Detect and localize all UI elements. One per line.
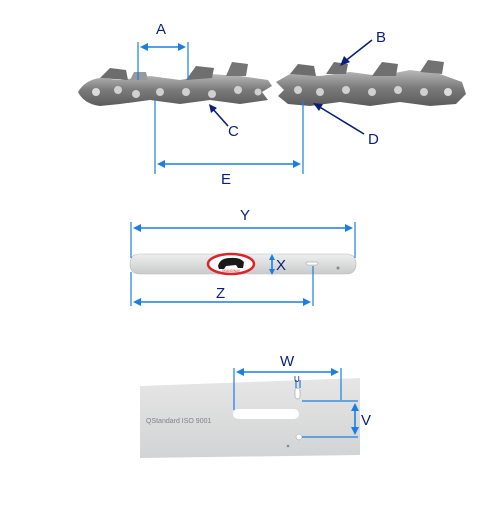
dimension-e-arrow-right (293, 160, 301, 168)
bar-mount-slot (233, 409, 299, 419)
dimension-y: Y (130, 207, 356, 258)
label-y: Y (240, 207, 250, 224)
dimension-z: Z (130, 266, 314, 306)
callout-b-arrowhead (340, 56, 350, 66)
bar-logo-bear-icon (218, 257, 244, 269)
dimension-v-arrow-bottom (351, 427, 359, 435)
dimension-a-arrow-left (140, 43, 148, 51)
bar-mount-rivet (286, 444, 290, 448)
dimension-z-arrow-left (133, 298, 141, 306)
chain-segment-left (78, 62, 272, 106)
dimension-v: V (302, 400, 371, 438)
dimension-y-arrow-left (133, 224, 141, 232)
dimension-w: W (233, 353, 342, 410)
label-b: B (376, 29, 386, 46)
label-x: X (276, 257, 286, 274)
dimension-e: E (154, 100, 304, 188)
bar-logo: SKANDINAV (206, 252, 256, 276)
dimension-y-arrow-right (345, 224, 353, 232)
callout-b: B (340, 29, 386, 66)
callout-c-arrowhead (209, 104, 217, 113)
label-c: C (228, 123, 239, 140)
bar-mount-stamp: QStandard ISO 9001 (146, 418, 211, 425)
dimension-x-arrow-bottom (269, 269, 275, 275)
dimension-v-arrow-top (351, 403, 359, 411)
dimension-x-arrow-top (269, 254, 275, 260)
dimension-a: A (137, 21, 189, 80)
dimension-w-arrow-left (236, 368, 244, 376)
callout-d-leader (317, 105, 365, 135)
chain-segment-right (276, 60, 466, 106)
label-z: Z (216, 285, 225, 302)
label-v: V (361, 412, 371, 429)
bar-mount-detail-image: QStandard ISO 9001 (140, 378, 360, 458)
label-d: D (368, 131, 379, 148)
bar-mount-oil-hole (294, 387, 301, 400)
label-w: W (280, 353, 295, 370)
bar-slot (305, 261, 319, 266)
bar-mount-adjust-hole (295, 433, 303, 441)
saw-chain-image (78, 60, 466, 106)
dimension-a-arrow-right (178, 43, 186, 51)
callout-c-leader (211, 107, 229, 127)
dimension-w-arrow-right (331, 368, 339, 376)
guide-bar-image: SKANDINAV (129, 252, 357, 276)
callout-d: D (313, 103, 379, 148)
callout-d-arrowhead (313, 103, 323, 111)
label-u: U (294, 375, 300, 384)
label-e: E (221, 171, 231, 188)
label-a: A (156, 21, 166, 38)
callout-b-leader (343, 39, 373, 63)
dimension-z-arrow-right (303, 298, 311, 306)
dimension-e-arrow-left (157, 160, 165, 168)
callout-c: C (209, 104, 239, 140)
bar-hole (336, 266, 340, 270)
dimension-x: X (269, 254, 286, 275)
dimension-u: U (294, 375, 301, 388)
bar-logo-text: SKANDINAV (222, 269, 241, 273)
